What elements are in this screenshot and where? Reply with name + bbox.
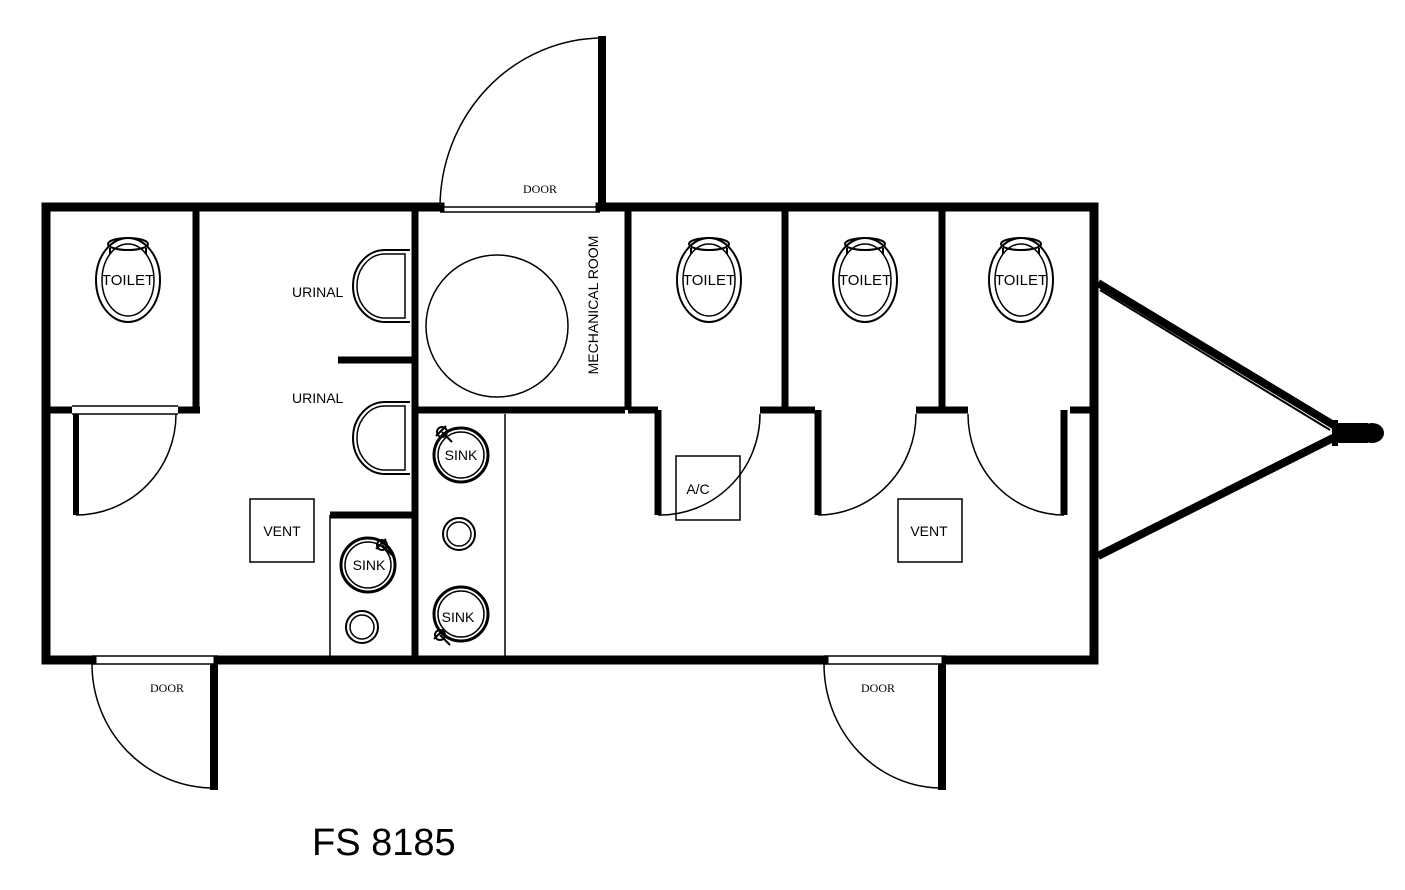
bottom-right-door[interactable]: DOOR xyxy=(823,663,946,790)
stall-door-3[interactable] xyxy=(815,413,917,516)
toilet-1: TOILET xyxy=(95,237,161,323)
ac-unit: A/C xyxy=(675,455,741,521)
drain-1 xyxy=(345,610,379,644)
stall-door-left[interactable] xyxy=(73,413,177,516)
toilet-3: TOILET xyxy=(832,237,898,323)
toilet-4-label: TOILET xyxy=(995,272,1047,289)
urinal-1: URINAL xyxy=(292,249,410,323)
mechanical-room: MECHANICAL ROOM xyxy=(425,236,601,398)
vent-2-label: VENT xyxy=(910,523,948,539)
toilet-1-label: TOILET xyxy=(102,272,154,289)
stall-door-2[interactable] xyxy=(655,413,761,516)
model-number: FS 8185 xyxy=(312,822,456,864)
urinal-2: URINAL xyxy=(292,390,410,475)
urinal-1-label: URINAL xyxy=(292,284,344,300)
top-door-label: DOOR xyxy=(523,182,557,196)
bottom-left-door-label: DOOR xyxy=(150,681,184,695)
sink-3-label: SINK xyxy=(442,609,475,625)
toilet-3-label: TOILET xyxy=(839,272,891,289)
vent-1-label: VENT xyxy=(263,523,301,539)
mechanical-room-label: MECHANICAL ROOM xyxy=(585,236,601,375)
trailer-hitch xyxy=(1095,279,1384,560)
bottom-left-door[interactable]: DOOR xyxy=(91,663,218,790)
toilet-2-label: TOILET xyxy=(683,272,735,289)
drain-2 xyxy=(442,517,476,551)
sink-1: SINK xyxy=(339,536,397,594)
sink-1-label: SINK xyxy=(353,557,386,573)
interior-walls xyxy=(46,207,1094,660)
outer-walls xyxy=(41,202,1099,665)
ac-label: A/C xyxy=(686,481,709,497)
urinal-2-label: URINAL xyxy=(292,390,344,406)
sink-2-label: SINK xyxy=(445,447,478,463)
sink-3: SINK xyxy=(432,585,490,646)
toilet-2: TOILET xyxy=(676,237,742,323)
vent-1: VENT xyxy=(249,498,315,563)
water-tank xyxy=(425,254,569,398)
stall-door-4[interactable] xyxy=(967,413,1067,516)
bottom-right-door-label: DOOR xyxy=(861,681,895,695)
sink-2: SINK xyxy=(432,425,490,484)
top-door[interactable]: DOOR xyxy=(439,36,606,208)
vent-2: VENT xyxy=(897,498,963,563)
thin-lines xyxy=(72,206,946,665)
toilet-4: TOILET xyxy=(988,237,1054,323)
